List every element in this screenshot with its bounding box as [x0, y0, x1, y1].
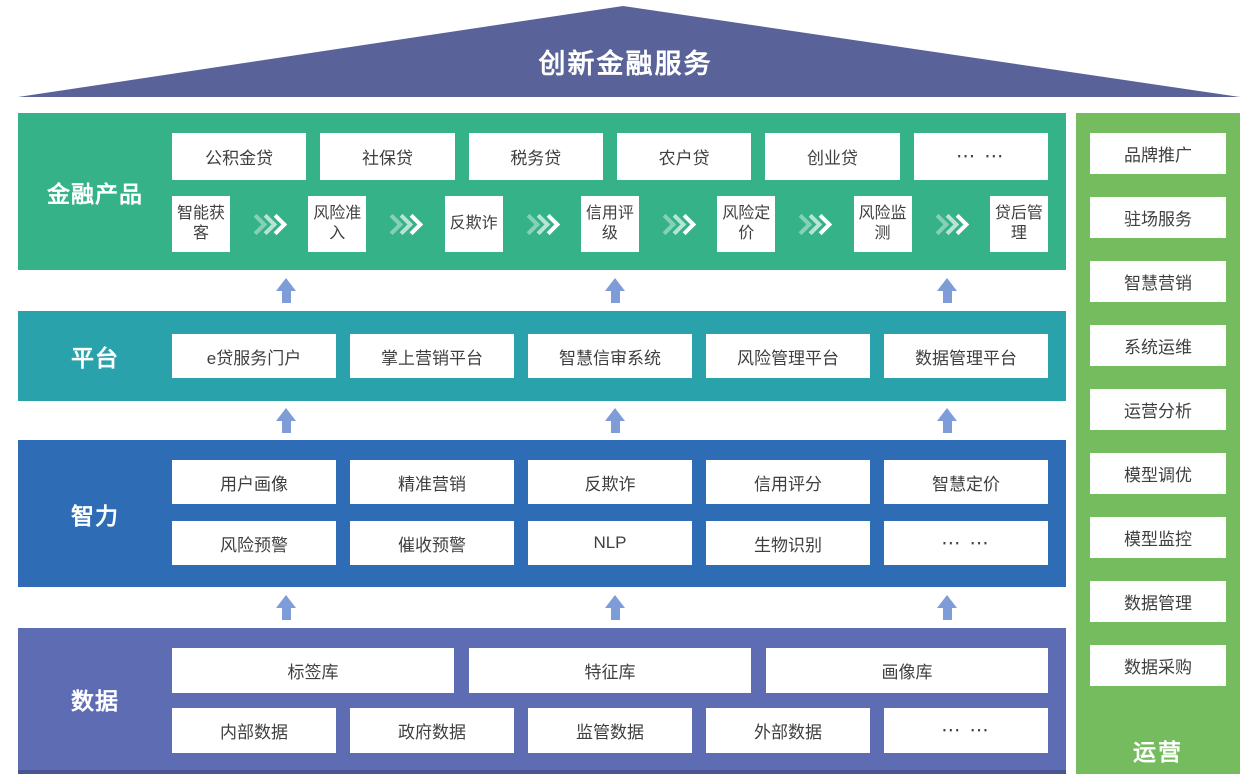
product-box-ellipsis: ⋯ ⋯: [913, 133, 1048, 180]
layer-platform: 平台 e贷服务门户 掌上营销平台 智慧信审系统 风险管理平台 数据管理平台: [18, 311, 1066, 401]
operations-sidebar: 品牌推广 驻场服务 智慧营销 系统运维 运营分析 模型调优 模型监控 数据管理 …: [1076, 113, 1240, 774]
data-box-external: 外部数据: [706, 708, 870, 753]
sidebar-label-operations: 运营: [1133, 739, 1183, 765]
data-row-2: 内部数据 政府数据 监管数据 外部数据 ⋯ ⋯: [172, 708, 1048, 753]
intel-box-precision-marketing: 精准营销: [350, 460, 514, 504]
arrow-up-icon: [605, 595, 625, 620]
intel-box-user-profile: 用户画像: [172, 460, 336, 504]
sidebar-item-brand-promotion: 品牌推广: [1090, 133, 1226, 174]
process-step-risk-pricing: 风险定价: [717, 196, 776, 252]
intel-box-ellipsis: ⋯ ⋯: [884, 521, 1048, 565]
sidebar-item-model-monitoring: 模型监控: [1090, 517, 1226, 558]
product-row: 公积金贷 社保贷 税务贷 农户贷 创业贷 ⋯ ⋯: [172, 133, 1048, 180]
data-box-government: 政府数据: [350, 708, 514, 753]
intel-box-credit-scoring: 信用评分: [706, 460, 870, 504]
layer-data: 数据 标签库 特征库 画像库 内部数据 政府数据 监管数据 外部数据 ⋯ ⋯: [18, 628, 1066, 774]
arrow-up-icon: [605, 278, 625, 303]
diagram-title: 创新金融服务: [538, 49, 713, 79]
roof-shape: [18, 6, 1240, 97]
process-step-credit-rating: 信用评级: [580, 196, 639, 252]
intelligence-row-2: 风险预警 催收预警 NLP 生物识别 ⋯ ⋯: [172, 521, 1048, 565]
platform-row: e贷服务门户 掌上营销平台 智慧信审系统 风险管理平台 数据管理平台: [172, 334, 1048, 378]
platform-content: e贷服务门户 掌上营销平台 智慧信审系统 风险管理平台 数据管理平台: [172, 311, 1048, 401]
intel-box-biometrics: 生物识别: [706, 521, 870, 565]
data-content: 标签库 特征库 画像库 内部数据 政府数据 监管数据 外部数据 ⋯ ⋯: [172, 628, 1048, 770]
platform-box-smart-credit-review: 智慧信审系统: [528, 334, 692, 378]
arrow-up-icon: [937, 408, 957, 433]
intel-box-antifraud: 反欺诈: [528, 460, 692, 504]
data-box-profile-library: 画像库: [766, 648, 1048, 693]
arrow-up-icon: [276, 278, 296, 303]
platform-box-risk-management: 风险管理平台: [706, 334, 870, 378]
chevrons-right-icon: [382, 213, 424, 235]
layer-label-financial-products: 金融产品: [47, 180, 143, 207]
sidebar-item-smart-marketing: 智慧营销: [1090, 261, 1226, 302]
intel-box-nlp: NLP: [528, 521, 692, 565]
process-step-risk-monitoring: 风险监测: [853, 196, 912, 252]
chevrons-right-icon: [927, 213, 969, 235]
product-box-shebao: 社保贷: [320, 133, 455, 180]
layer-label-platform: 平台: [71, 345, 119, 371]
data-box-feature-library: 特征库: [469, 648, 751, 693]
arrow-up-icon: [276, 408, 296, 433]
layer-label-data: 数据: [71, 688, 119, 714]
chevrons-right-icon: [246, 213, 288, 235]
intel-box-smart-pricing: 智慧定价: [884, 460, 1048, 504]
layer-financial-products: 金融产品 公积金贷 社保贷 税务贷 农户贷 创业贷 ⋯ ⋯ 智能获客 风险准入 …: [18, 113, 1066, 270]
arrow-row-middle: [18, 408, 1066, 436]
intelligence-row-1: 用户画像 精准营销 反欺诈 信用评分 智慧定价: [172, 460, 1048, 504]
arrow-row-bottom: [18, 595, 1066, 623]
product-box-nonghu: 农户贷: [616, 133, 752, 180]
process-step-post-loan: 贷后管理: [989, 196, 1048, 252]
process-step-risk-admission: 风险准入: [308, 196, 367, 252]
layer-label-intelligence: 智力: [71, 502, 119, 529]
chevrons-right-icon: [791, 213, 833, 235]
roof-triangle: [18, 6, 1240, 97]
sidebar-item-onsite-service: 驻场服务: [1090, 197, 1226, 238]
sidebar-item-model-tuning: 模型调优: [1090, 453, 1226, 494]
arrow-up-icon: [937, 278, 957, 303]
intel-box-risk-warning: 风险预警: [172, 521, 336, 565]
platform-box-eloan-portal: e贷服务门户: [172, 334, 336, 378]
arrow-row-top: [18, 278, 1066, 306]
arrow-up-icon: [937, 595, 957, 620]
loan-process-row: 智能获客 风险准入 反欺诈 信用评级 风险定价 风险监测 贷后管理: [172, 196, 1048, 252]
product-box-gongjijin: 公积金贷: [172, 133, 307, 180]
product-box-shuiwu: 税务贷: [468, 133, 603, 180]
chevrons-right-icon: [654, 213, 697, 235]
data-box-regulatory: 监管数据: [528, 708, 692, 753]
intel-box-collection-warning: 催收预警: [350, 521, 514, 565]
data-box-tag-library: 标签库: [172, 648, 454, 693]
platform-box-mobile-marketing: 掌上营销平台: [350, 334, 514, 378]
platform-box-data-management: 数据管理平台: [884, 334, 1048, 378]
sidebar-item-data-management: 数据管理: [1090, 581, 1226, 622]
sidebar-item-system-ops: 系统运维: [1090, 325, 1226, 366]
intelligence-content: 用户画像 精准营销 反欺诈 信用评分 智慧定价 风险预警 催收预警 NLP 生物…: [172, 440, 1048, 587]
data-row-1: 标签库 特征库 画像库: [172, 648, 1048, 693]
process-step-acquisition: 智能获客: [172, 196, 230, 252]
arrow-up-icon: [276, 595, 296, 620]
sidebar-item-data-procurement: 数据采购: [1090, 645, 1226, 686]
product-box-chuangye: 创业贷: [765, 133, 900, 180]
chevrons-right-icon: [518, 213, 560, 235]
sidebar-item-operations-analysis: 运营分析: [1090, 389, 1226, 430]
arrow-up-icon: [605, 408, 625, 433]
data-box-internal: 内部数据: [172, 708, 336, 753]
layer-intelligence: 智力 用户画像 精准营销 反欺诈 信用评分 智慧定价 风险预警 催收预警 NLP…: [18, 440, 1066, 587]
process-step-antifraud: 反欺诈: [444, 196, 503, 252]
financial-products-content: 公积金贷 社保贷 税务贷 农户贷 创业贷 ⋯ ⋯ 智能获客 风险准入 反欺诈 信…: [172, 113, 1048, 270]
data-box-ellipsis: ⋯ ⋯: [884, 708, 1048, 753]
